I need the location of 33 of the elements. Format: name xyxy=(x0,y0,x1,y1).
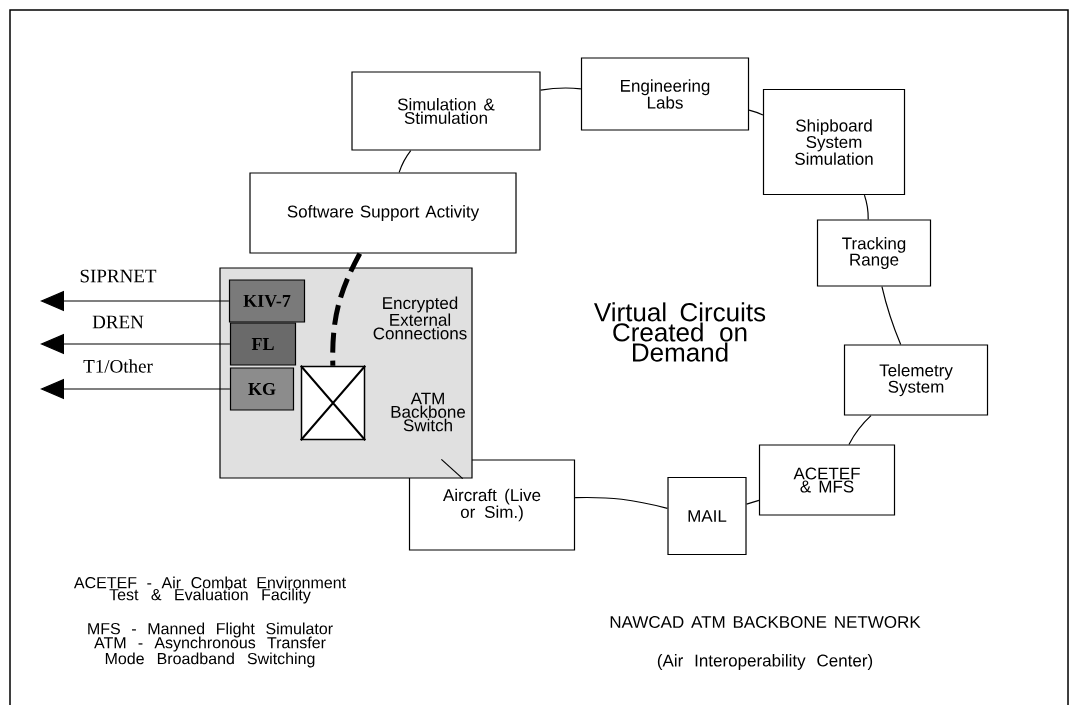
site-box: MAIL xyxy=(667,476,747,556)
link-line xyxy=(881,286,902,345)
site-box: Aircraft (Live or Sim.) xyxy=(408,459,576,551)
link-line xyxy=(574,496,668,509)
site-box: Telemetry System xyxy=(843,344,989,416)
site-box: Engineering Labs xyxy=(580,57,750,131)
note-text: Virtual Circuits Created on Demand xyxy=(594,302,766,362)
encryptor-box: KG xyxy=(229,367,295,411)
link-line xyxy=(440,458,464,480)
site-box: Shipboard System Simulation xyxy=(762,88,906,196)
encryptor-box: FL xyxy=(229,322,297,366)
caption-text: (Air Interoperability Center) xyxy=(657,654,873,670)
panel-text: ATM Backbone Switch xyxy=(391,392,466,432)
glossary-entry: ACETEF - Air Combat Environment Test & Evaluation Facility xyxy=(73,576,346,604)
panel-text: Encrypted External Connections xyxy=(373,296,467,340)
edge-label: SIPRNET xyxy=(80,269,157,283)
glossary-entry: ATM - Asynchronous Transfer Mode Broadband Switching xyxy=(94,636,326,668)
caption-text: NAWCAD ATM BACKBONE NETWORK xyxy=(610,616,921,629)
link-line xyxy=(746,499,760,505)
link-line xyxy=(540,87,582,91)
edge-label: DREN xyxy=(92,315,144,329)
site-box: Software Support Activity xyxy=(249,172,517,254)
link-line xyxy=(748,109,764,116)
link-line xyxy=(848,415,872,445)
link-line xyxy=(330,252,363,366)
site-box: Simulation & Stimulation xyxy=(351,71,541,151)
site-box: Tracking Range xyxy=(816,219,932,287)
encryptor-box: KIV-7 xyxy=(228,279,306,323)
switch-symbol xyxy=(299,364,367,442)
link-line xyxy=(398,150,412,173)
site-box: ACETEF & MFS xyxy=(758,444,896,516)
edge-label: T1/Other xyxy=(83,359,153,373)
link-line xyxy=(863,194,869,220)
